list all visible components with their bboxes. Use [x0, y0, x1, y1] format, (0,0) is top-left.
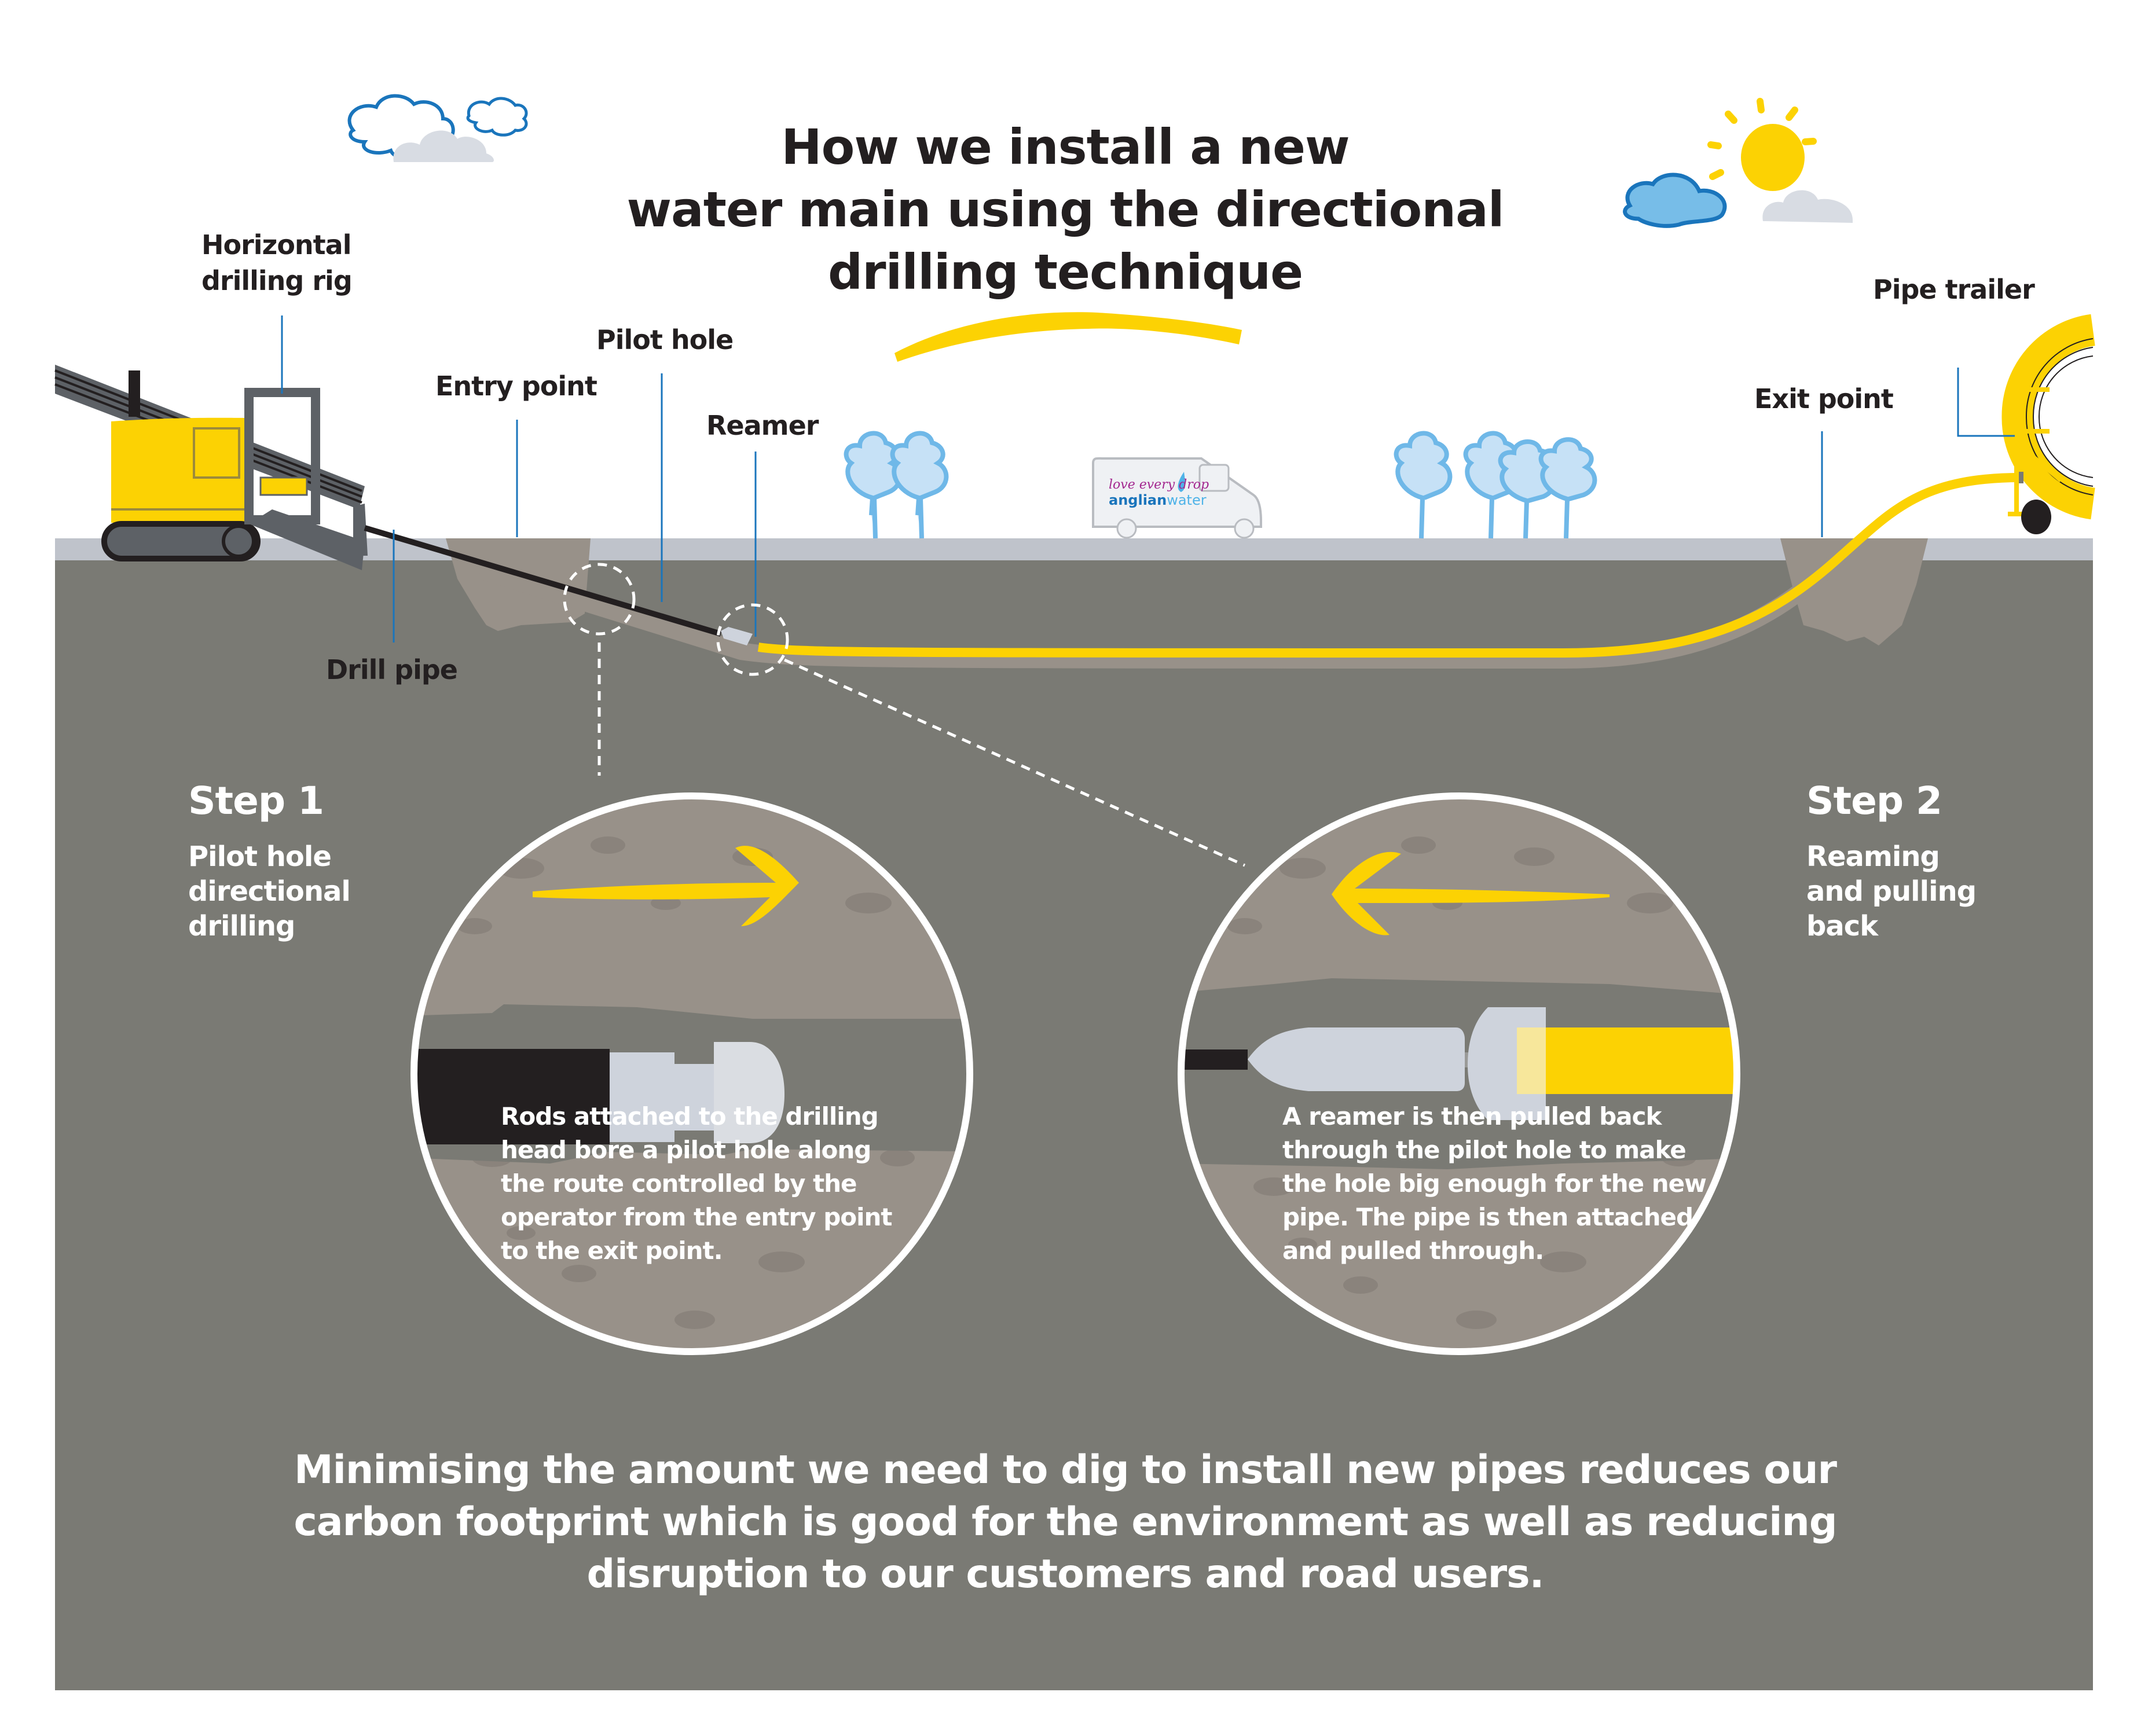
description-line: operator from the entry point	[501, 1203, 893, 1231]
exit-pit	[1780, 538, 1928, 645]
description-line: the hole big enough for the new	[1282, 1169, 1707, 1198]
description-line: the route controlled by the	[501, 1169, 857, 1198]
step1-subtitle: Pilot hole directional drilling	[188, 839, 351, 944]
trees-right-icon	[1394, 431, 1597, 539]
ground-underground	[55, 559, 2093, 1690]
reamer-icon	[721, 627, 753, 645]
clouds-right-icon	[1623, 173, 1853, 228]
step2-heading: Step 2	[1806, 779, 1942, 823]
van-brand-light: water	[1167, 492, 1207, 508]
description-line: head bore a pilot hole along	[501, 1136, 871, 1164]
new-pipe	[757, 473, 2021, 658]
ground-surface	[55, 538, 2093, 560]
description-line: through the pilot hole to make	[1282, 1136, 1687, 1164]
pipe-trailer-icon	[2001, 314, 2096, 534]
subtitle-line: Pilot hole	[188, 841, 332, 873]
description-line: and pulled through.	[1282, 1236, 1544, 1265]
leader-lines	[281, 315, 2015, 643]
trees-left-icon	[844, 431, 949, 539]
step1-description: Rods attached to the drilling head bore …	[501, 1100, 893, 1268]
label-line: drilling rig	[201, 265, 353, 296]
label-entry-point: Entry point	[435, 370, 597, 402]
subtitle-line: back	[1806, 910, 1878, 942]
description-line: A reamer is then pulled back	[1282, 1102, 1662, 1131]
title-underline	[894, 312, 1242, 362]
step2-subtitle: Reaming and pulling back	[1806, 839, 1977, 944]
title-line-3: drilling technique	[827, 244, 1303, 300]
title-line-1: How we install a new	[781, 119, 1350, 175]
footer-line-3: disruption to our customers and road use…	[586, 1551, 1545, 1597]
page-title: How we install a new water main using th…	[521, 116, 1610, 303]
description-line: pipe. The pipe is then attached	[1282, 1203, 1693, 1231]
step1-zoom-circle	[410, 792, 973, 1355]
subtitle-line: Reaming	[1806, 841, 1940, 873]
label-exit-point: Exit point	[1754, 383, 1894, 414]
clouds-left-icon	[347, 94, 528, 162]
subtitle-line: directional	[188, 875, 351, 908]
van-brand-bold: anglian	[1109, 492, 1167, 508]
zoom-indicators	[563, 563, 1246, 867]
step1-heading: Step 1	[188, 779, 324, 823]
description-line: Rods attached to the drilling	[501, 1102, 879, 1131]
drilling-rig-icon	[54, 365, 368, 570]
title-line-2: water main using the directional	[626, 181, 1504, 238]
footer-line-1: Minimising the amount we need to dig to …	[294, 1447, 1837, 1493]
subtitle-line: and pulling	[1806, 875, 1977, 908]
label-reamer: Reamer	[706, 410, 819, 441]
footer-line-2: carbon footprint which is good for the e…	[294, 1499, 1837, 1545]
sun-icon	[1707, 98, 1817, 191]
label-pipe-trailer: Pipe trailer	[1873, 274, 2035, 305]
label-pilot-hole: Pilot hole	[596, 324, 734, 355]
label-line: Horizontal	[201, 229, 351, 260]
step2-description: A reamer is then pulled back through the…	[1282, 1100, 1707, 1268]
description-line: to the exit point.	[501, 1236, 723, 1265]
drill-pipe-line	[364, 525, 722, 637]
footer-message: Minimising the amount we need to dig to …	[174, 1444, 1957, 1601]
label-horizontal-drilling-rig: Horizontal drilling rig	[201, 227, 353, 299]
label-drill-pipe: Drill pipe	[326, 654, 458, 685]
anglian-water-van-icon	[1092, 457, 1262, 539]
van-brand: anglianwater	[1109, 492, 1207, 508]
van-tagline: love every drop	[1109, 478, 1209, 492]
subtitle-line: drilling	[188, 910, 295, 942]
step2-zoom-circle	[1178, 792, 1740, 1355]
